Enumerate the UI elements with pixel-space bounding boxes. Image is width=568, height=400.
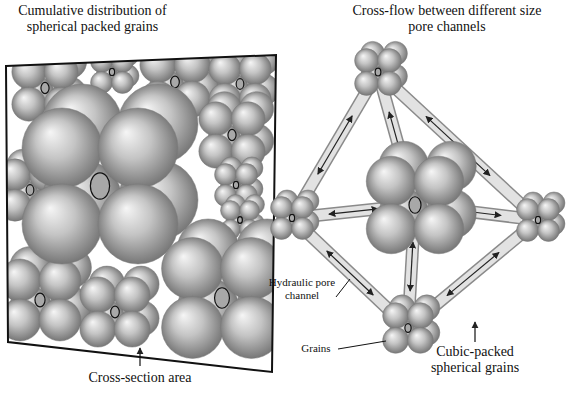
- cubic-grain-clusters: [271, 41, 565, 353]
- grain-cluster: [355, 41, 408, 95]
- pore-opening: [215, 288, 230, 308]
- pore-opening: [409, 197, 421, 214]
- grain: [0, 259, 41, 301]
- grain-cluster: [517, 192, 565, 242]
- pore-channels: [292, 72, 538, 328]
- grain: [517, 219, 539, 241]
- flow-arrow: [447, 252, 499, 295]
- pore-opening: [26, 185, 34, 196]
- grain: [271, 217, 293, 239]
- pore-opening: [109, 68, 114, 75]
- grain: [366, 204, 416, 254]
- grain: [537, 219, 559, 241]
- caption-label: Cubic-packed spherical grains: [420, 344, 530, 376]
- grain-cluster: [199, 92, 274, 168]
- grain: [407, 327, 433, 353]
- pore-opening: [228, 129, 236, 140]
- grain-cluster: [91, 44, 139, 93]
- grain: [517, 199, 539, 221]
- flow-arrow: [318, 116, 352, 174]
- pore-opening: [111, 306, 120, 318]
- pore-opening: [236, 79, 244, 90]
- grain: [12, 55, 46, 89]
- pore-opening: [35, 293, 45, 307]
- grain: [22, 108, 102, 188]
- grain-cluster: [366, 141, 476, 254]
- grain: [355, 49, 379, 73]
- grain: [407, 303, 433, 329]
- pointer-arrow: [474, 322, 475, 342]
- pore-opening: [171, 76, 180, 88]
- leader-line: [336, 279, 350, 297]
- grain: [355, 71, 379, 95]
- grain-cluster: [22, 84, 198, 264]
- grain: [377, 71, 401, 95]
- hydraulic-channel: [292, 72, 378, 218]
- grain: [414, 156, 464, 206]
- grain: [140, 47, 176, 83]
- grain-cluster: [271, 190, 319, 240]
- grain: [291, 217, 313, 239]
- grain: [231, 102, 265, 136]
- grain: [366, 156, 416, 206]
- grain: [271, 197, 293, 219]
- callout-label: Hydraulic pore channel: [266, 276, 338, 301]
- grain: [291, 197, 313, 219]
- grain: [39, 259, 81, 301]
- callout-label: Grains: [292, 342, 340, 355]
- grain: [162, 296, 224, 358]
- pore-opening: [238, 217, 243, 224]
- grain: [114, 277, 150, 313]
- grain-cluster: [383, 295, 440, 354]
- pore-opening: [405, 324, 411, 333]
- grain: [80, 311, 116, 347]
- grain: [414, 204, 464, 254]
- grain: [174, 47, 210, 83]
- grain: [377, 49, 401, 73]
- pore-opening: [233, 181, 238, 188]
- grain: [22, 184, 102, 264]
- channel-edge: [292, 72, 378, 218]
- pore-opening: [90, 173, 109, 199]
- grain: [98, 184, 178, 264]
- grain: [383, 303, 409, 329]
- grain: [235, 164, 257, 186]
- packed-grains: [0, 36, 298, 358]
- grain: [98, 108, 178, 188]
- flow-arrow: [410, 242, 413, 291]
- pore-opening: [289, 214, 294, 221]
- grain: [39, 299, 81, 341]
- pore-opening: [535, 216, 540, 223]
- grain-cluster: [162, 219, 298, 359]
- pointer-arrow: [139, 348, 140, 366]
- grain: [0, 299, 41, 341]
- panel-heading: Cumulative distribution of spherical pac…: [0, 3, 185, 35]
- pore-opening: [375, 68, 381, 76]
- grain: [383, 327, 409, 353]
- grain: [44, 55, 78, 89]
- flow-arrow: [327, 251, 373, 295]
- grain: [199, 102, 233, 136]
- pore-opening: [41, 82, 49, 93]
- grain: [239, 53, 271, 85]
- grain: [215, 164, 237, 186]
- grain: [537, 199, 559, 221]
- panel-heading: Cross-flow between different size pore c…: [352, 3, 542, 35]
- grain-cluster: [80, 266, 159, 347]
- grain: [111, 71, 133, 93]
- grain: [114, 311, 150, 347]
- leader-line: [338, 341, 386, 349]
- flow-arrow: [329, 209, 378, 214]
- caption-label: Cross-section area: [40, 370, 240, 386]
- grain: [80, 277, 116, 313]
- cross-section-frame: [6, 55, 276, 372]
- grain: [162, 238, 224, 300]
